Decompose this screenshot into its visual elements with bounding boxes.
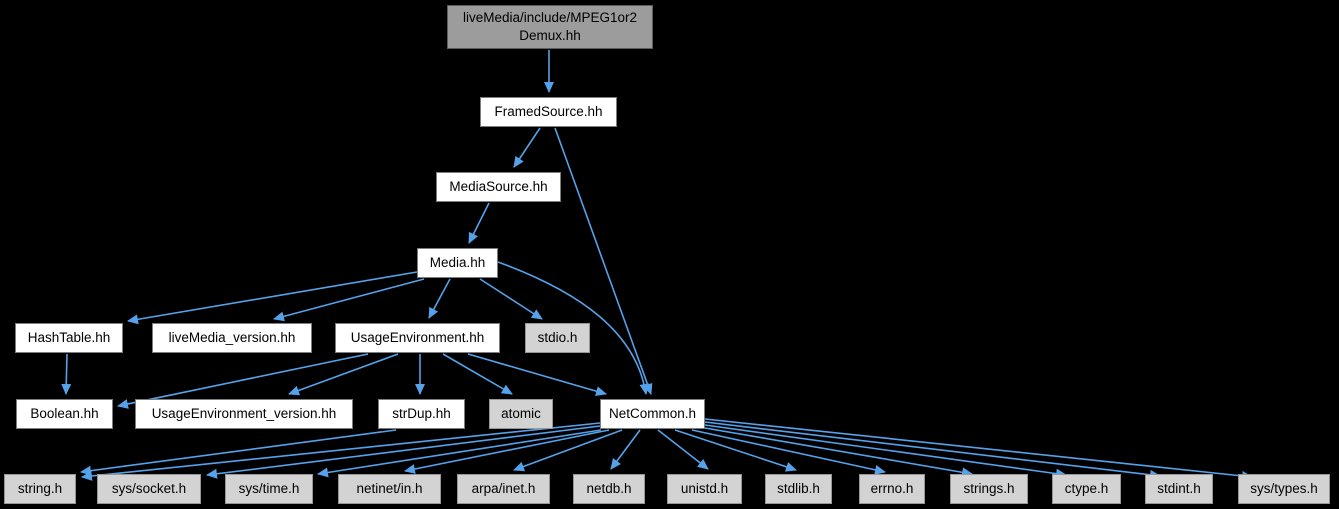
edge-usageenvironment-to-usageenvironment_version [288, 353, 399, 396]
node-framedsource[interactable]: FramedSource.hh [480, 97, 617, 127]
edge-media-to-usageenvironment [428, 278, 451, 319]
edge-media-to-netcommon [497, 261, 650, 395]
node-boolean[interactable]: Boolean.hh [16, 399, 113, 429]
node-strings[interactable]: strings.h [950, 474, 1028, 504]
edge-netcommon-to-errno [691, 429, 886, 475]
node-string[interactable]: string.h [4, 474, 76, 504]
node-media[interactable]: Media.hh [417, 248, 498, 278]
edge-framedsource-to-mediasource [513, 127, 541, 168]
node-usageenvironment[interactable]: UsageEnvironment.hh [335, 323, 500, 353]
node-errno[interactable]: errno.h [859, 474, 925, 504]
edge-netcommon-to-sys_socket [206, 425, 601, 479]
node-livemedia_version[interactable]: liveMedia_version.hh [152, 323, 312, 353]
edge-media-to-hashtable [127, 271, 418, 325]
node-sys_time[interactable]: sys/time.h [225, 474, 313, 504]
node-stdio[interactable]: stdio.h [525, 323, 590, 353]
node-unistd[interactable]: unistd.h [667, 474, 742, 504]
edge-mediasource-to-media [468, 202, 490, 244]
node-sys_types[interactable]: sys/types.h [1238, 474, 1330, 504]
node-mediasource[interactable]: MediaSource.hh [436, 172, 561, 202]
edge-framedsource-to-netcommon [554, 127, 653, 395]
node-stdlib[interactable]: stdlib.h [765, 474, 832, 504]
edge-usageenvironment-to-boolean [117, 353, 369, 409]
edge-netcommon-to-netinet_in [404, 429, 610, 474]
node-sys_socket[interactable]: sys/socket.h [97, 474, 201, 504]
edge-netcommon-to-sys_time [317, 429, 602, 478]
node-netcommon[interactable]: NetCommon.h [600, 399, 705, 429]
edge-media-to-stdio [479, 278, 543, 320]
edge-netcommon-to-stdlib [674, 429, 797, 472]
edge-usageenvironment-to-atomic [442, 353, 513, 395]
node-usageenvironment_version[interactable]: UsageEnvironment_version.hh [135, 399, 353, 429]
node-stdint[interactable]: stdint.h [1145, 474, 1213, 504]
edge-netcommon-to-ctype [704, 424, 1067, 479]
node-hashtable[interactable]: HashTable.hh [15, 323, 123, 353]
edge-netcommon-to-unistd [657, 429, 709, 470]
node-netinet_in[interactable]: netinet/in.h [338, 474, 441, 504]
node-atomic[interactable]: atomic [489, 399, 553, 429]
edge-netcommon-to-sys_types [704, 418, 1253, 481]
node-strdup[interactable]: strDup.hh [378, 399, 465, 429]
node-ctype[interactable]: ctype.h [1052, 474, 1121, 504]
edge-netcommon-to-arpa_inet [513, 429, 623, 472]
edge-usageenvironment-to-netcommon [467, 353, 607, 397]
edge-netcommon-to-string [81, 422, 601, 481]
node-mpeg1or2demux[interactable]: liveMedia/include/MPEG1or2 Demux.hh [447, 5, 653, 49]
edge-netcommon-to-netdb [610, 429, 641, 470]
edge-netcommon-to-strings [704, 427, 973, 478]
edge-strdup-to-string [80, 429, 397, 476]
edge-hashtable-to-boolean [61, 353, 72, 395]
node-arpa_inet[interactable]: arpa/inet.h [457, 474, 550, 504]
edge-media-to-livemedia_version [273, 278, 425, 322]
node-netdb[interactable]: netdb.h [573, 474, 645, 504]
edge-netcommon-to-stdint [704, 421, 1161, 480]
